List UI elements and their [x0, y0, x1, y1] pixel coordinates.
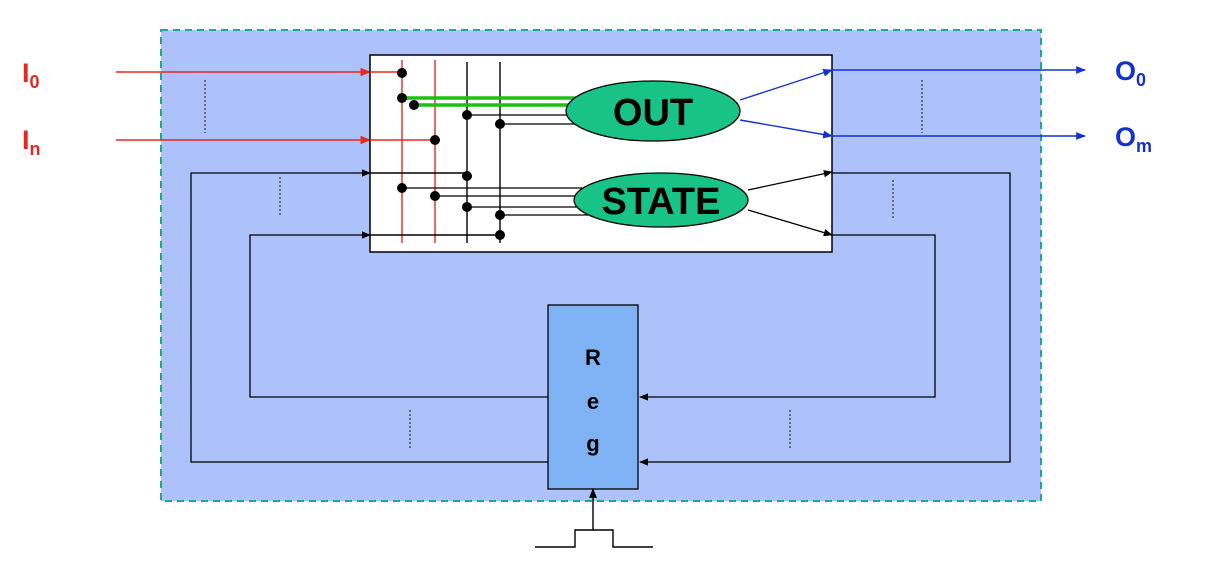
- register-block: [547, 304, 639, 490]
- register-label-g: g: [586, 431, 599, 456]
- state-block: [573, 172, 749, 228]
- feedback-wires: [190, 169, 1011, 466]
- output-label-o0: O0: [1115, 56, 1146, 90]
- input-label-in: In: [22, 125, 41, 159]
- out-label: OUT: [613, 92, 693, 134]
- state-label: STATE: [602, 181, 721, 223]
- input-label-i0: I0: [22, 58, 40, 92]
- clock-signal: [535, 488, 653, 548]
- output-label-om: Om: [1115, 122, 1152, 156]
- register-label-e: e: [587, 389, 599, 414]
- connection-dots: [397, 68, 505, 240]
- highlighted-product-terms: [402, 96, 585, 107]
- out-block: [565, 80, 741, 142]
- input-wires: [116, 67, 372, 145]
- output-wires: [739, 66, 1086, 140]
- ellipsis-marks: [204, 80, 923, 450]
- state-output-wires: [747, 170, 833, 237]
- register-label-r: R: [585, 345, 601, 370]
